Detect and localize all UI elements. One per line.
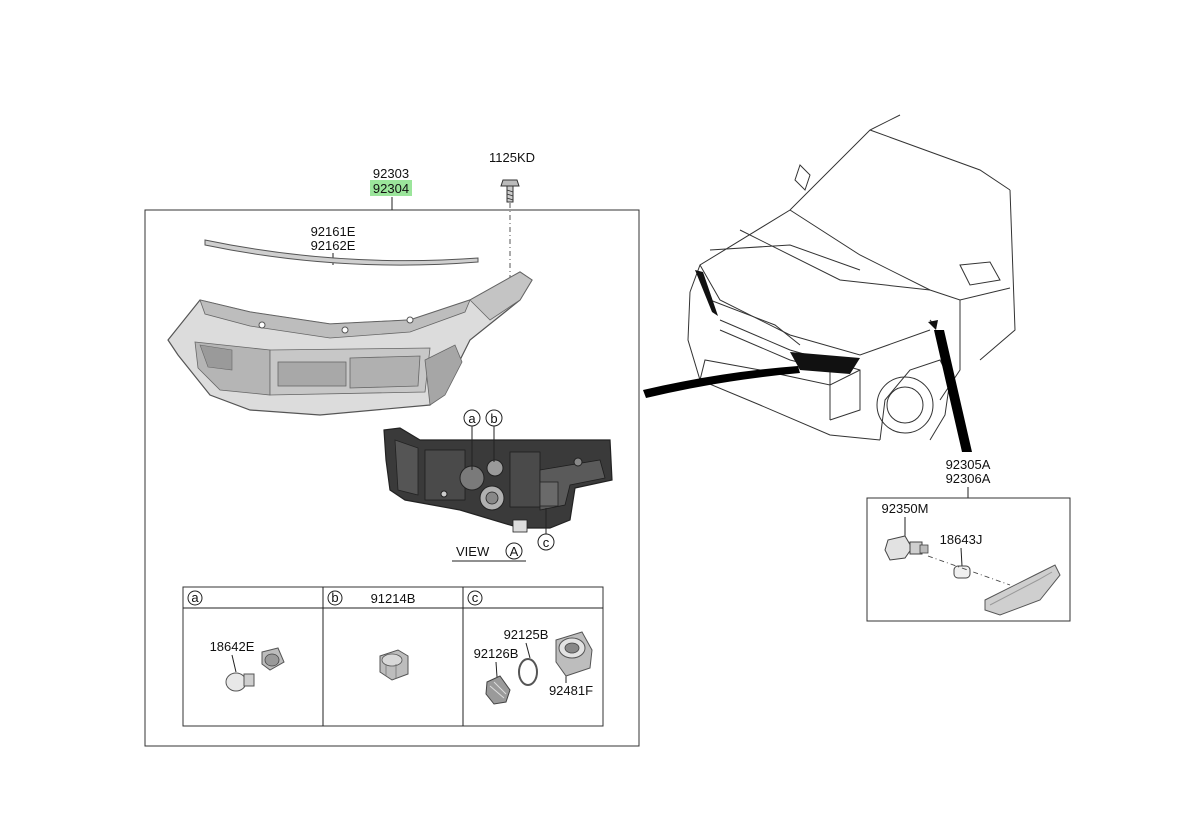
- table-callout-b: [327, 590, 343, 606]
- part-label-18642E[interactable]: 18642E: [210, 639, 255, 654]
- table-callout-a-letter: a: [191, 590, 199, 605]
- part-label-91214B[interactable]: 91214B: [371, 591, 416, 606]
- table-callout-c-letter: c: [472, 590, 479, 605]
- part-label-92125B[interactable]: 92125B: [504, 627, 549, 642]
- part-label-92481F[interactable]: 92481F: [549, 683, 593, 698]
- assembly-axis-line: [927, 555, 1011, 586]
- callout-a-letter: a: [468, 411, 476, 426]
- view-letter: A: [510, 544, 519, 559]
- leader-line: [231, 654, 237, 673]
- part-highlight: [370, 180, 412, 196]
- table-callout-a: [187, 590, 203, 606]
- leader-line: [525, 642, 531, 659]
- vehicle-headlamp-right: [790, 352, 860, 374]
- part-label-92304[interactable]: 92304: [373, 181, 409, 196]
- socket-92481F: [555, 631, 593, 677]
- part-label-92303[interactable]: 92303: [373, 166, 409, 181]
- bulb-91214B: [379, 649, 409, 681]
- table-callout-b-letter: b: [331, 590, 338, 605]
- leader-line: [960, 547, 963, 567]
- side-marker-frame: [866, 497, 1071, 622]
- table-callout-c: [467, 590, 483, 606]
- screw-1125KD: [500, 179, 520, 203]
- part-label-1125KD[interactable]: 1125KD: [489, 150, 535, 165]
- headlamp-assembly-illustration: [167, 271, 533, 416]
- leader-line: [495, 661, 498, 678]
- view-letter-circle: [505, 542, 523, 560]
- view-label: VIEW: [456, 544, 490, 559]
- socket-icon: [261, 647, 285, 671]
- vehicle-side-marker: [928, 320, 938, 330]
- garnish-strip-92161E: [204, 239, 479, 266]
- part-label-92126B[interactable]: 92126B: [474, 646, 519, 661]
- bulb-detail-table: [182, 586, 604, 727]
- part-label-92306A[interactable]: 92306A: [946, 471, 991, 486]
- part-label-18643J[interactable]: 18643J: [940, 532, 983, 547]
- bulb-18643J: [953, 565, 971, 579]
- bulb-92126B: [485, 675, 511, 705]
- leader-arrow-side-marker: [934, 330, 972, 452]
- headlamp-rear-view-illustration: [383, 427, 613, 533]
- leader-arrow-headlamp: [643, 366, 800, 398]
- vehicle-headlamp-left: [695, 270, 718, 316]
- ring-92125B: [518, 658, 538, 686]
- vehicle-illustration: [687, 114, 1016, 441]
- socket-92350M: [884, 535, 929, 561]
- part-label-92161E[interactable]: 92161E: [311, 224, 356, 239]
- side-marker-lens: [984, 564, 1061, 616]
- callout-c-letter: c: [543, 535, 550, 550]
- callout-b-letter: b: [490, 411, 497, 426]
- part-label-92350M[interactable]: 92350M: [882, 501, 929, 516]
- part-label-92162E[interactable]: 92162E: [311, 238, 356, 253]
- bulb-18642E: [225, 672, 255, 692]
- part-label-92305A[interactable]: 92305A: [946, 457, 991, 472]
